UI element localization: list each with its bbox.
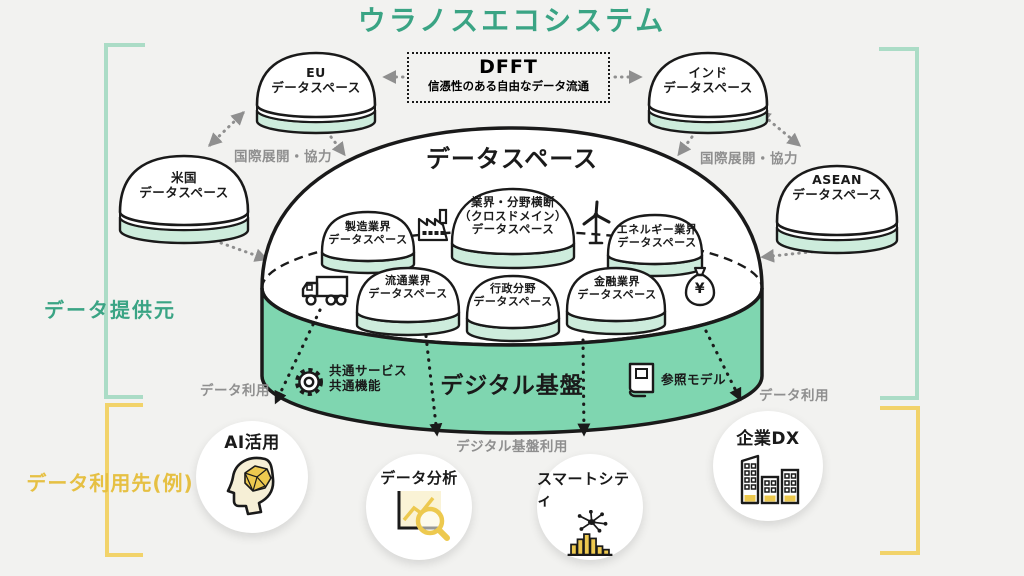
dfft-box: DFFT 信憑性のある自由なデータ流通	[407, 52, 610, 103]
smart-city-icon	[567, 510, 613, 556]
line-to-smart-city	[577, 338, 591, 437]
line-to-analytics	[424, 334, 443, 437]
us-dome-label: 米国 データスペース	[139, 170, 229, 200]
wind-turbine-icon	[582, 200, 611, 245]
line-to-ai	[274, 308, 322, 405]
sector-label-manufacturing: 製造業界 データスペース	[328, 220, 408, 246]
dfft-subtitle: 信憑性のある自由なデータ流通	[428, 78, 589, 93]
common-services-label: 共通サービス 共通機能	[329, 363, 408, 393]
us-dome	[118, 154, 250, 245]
use-case-analytics: データ分析	[366, 454, 472, 560]
arrow-eu-us	[208, 111, 245, 147]
dx-label: 企業DX	[736, 429, 800, 449]
asean-dome-label: ASEAN データスペース	[792, 172, 882, 202]
truck-icon	[301, 275, 349, 306]
smart-city-label: スマートシティ	[537, 470, 630, 509]
scroll-icon	[628, 362, 655, 398]
reference-model-label: 参照モデル	[661, 372, 727, 387]
sector-label-finance: 金融業界 データスペース	[577, 275, 657, 301]
arrow-india-asean	[756, 110, 802, 147]
india-dome-label: インド データスペース	[663, 65, 753, 95]
use-case-ai: AI活用	[196, 421, 308, 533]
use-case-dx: 企業DX	[713, 411, 823, 521]
international-label-left: 国際展開・協力	[234, 149, 332, 165]
central-dome-title: データスペース	[425, 145, 599, 173]
brain-head-icon	[226, 456, 275, 516]
platform-use-label: デジタル基盤利用	[456, 439, 568, 455]
ai-label: AI活用	[224, 433, 280, 453]
analytics-label: データ分析	[380, 469, 458, 487]
buildings-icon	[740, 454, 800, 505]
digital-platform-label: デジタル基盤	[440, 373, 584, 399]
line-to-dx	[704, 329, 742, 402]
data-use-label-right: データ利用	[759, 388, 829, 404]
data-usage-lines	[274, 308, 742, 437]
eu-dome	[255, 51, 377, 135]
consumer-bracket-right	[880, 406, 920, 555]
data-use-label-left: データ利用	[200, 383, 270, 399]
sector-label-cross-domain: 業界・分野横断 （クロスドメイン） データスペース	[459, 195, 567, 237]
arrow-india-center	[677, 135, 694, 157]
india-dome	[647, 51, 769, 135]
sector-dome-manufacturing	[320, 210, 416, 275]
sector-label-distribution: 流通業界 データスペース	[368, 274, 448, 300]
data-provider-label: データ提供元	[44, 298, 176, 322]
provider-bracket-left	[104, 43, 145, 399]
page-title: ウラノスエコシステム	[357, 4, 667, 37]
sector-dome-cross-domain	[450, 187, 576, 270]
gear-icon	[295, 368, 323, 396]
arrow-us-center	[219, 241, 269, 262]
sector-dome-distribution	[355, 266, 461, 337]
provider-bracket-right	[879, 47, 919, 400]
asean-dome	[775, 164, 899, 255]
money-bag-icon	[684, 266, 716, 307]
dfft-title: DFFT	[479, 56, 538, 78]
use-case-smart-city: スマートシティ	[537, 454, 643, 560]
sector-label-energy: エネルギー業界 データスペース	[616, 223, 698, 249]
data-consumer-label: データ利用先(例)	[26, 471, 194, 495]
sector-label-government: 行政分野 データスペース	[473, 282, 553, 308]
eu-dome-label: EU データスペース	[271, 65, 361, 95]
chart-magnifier-icon	[397, 491, 450, 541]
sector-dome-finance	[565, 266, 667, 336]
factory-icon	[417, 208, 449, 242]
consumer-bracket-left	[105, 403, 143, 557]
international-label-right: 国際展開・協力	[700, 151, 798, 167]
yen-symbol: ¥	[694, 281, 706, 297]
sector-dome-government	[465, 274, 561, 343]
